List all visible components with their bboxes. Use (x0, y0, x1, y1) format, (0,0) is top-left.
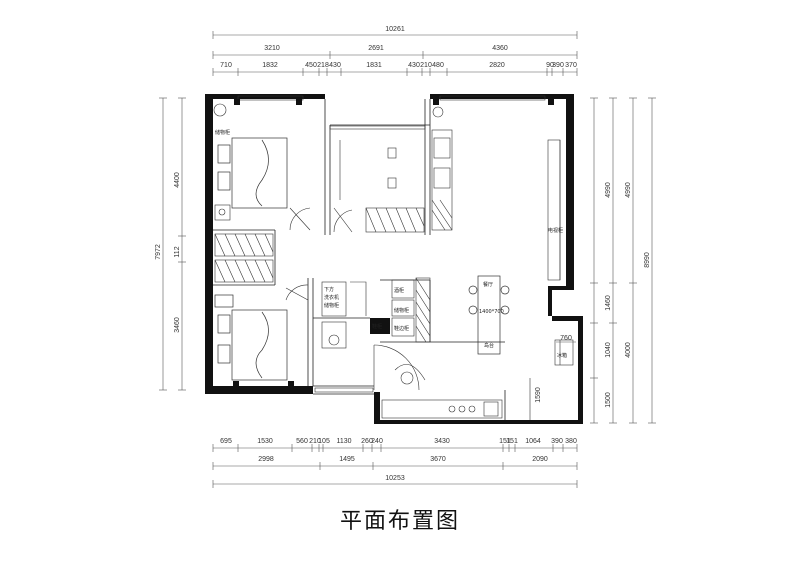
dim-bottom-fine: 1130 (336, 438, 351, 445)
tv-cabinet-label: 电视柜 (548, 227, 563, 234)
windows (237, 95, 546, 393)
bedroom-1-label: 储物柜 (215, 129, 230, 136)
dim-top-fine: 2820 (489, 62, 505, 69)
bottom-dimension-chain (212, 444, 578, 488)
dining-table (468, 275, 510, 355)
drawing-title: 平面布置图 (339, 509, 460, 534)
fridge (529, 339, 574, 420)
dim-top-fine: 480 (432, 62, 444, 69)
dim-bottom-fine: 151 (506, 438, 518, 445)
dim-bottom-fine: 1064 (525, 438, 541, 445)
top-dimension-chain (212, 31, 578, 76)
study-door (333, 207, 353, 233)
dining-size-label: 1400*700 (479, 309, 504, 315)
hall-wardrobe (214, 233, 274, 283)
dim-bottom-fine: 105 (318, 438, 330, 445)
laundry-label-1: 下方 (324, 286, 334, 293)
window-pillars (233, 99, 554, 387)
storage-label: 储物柜 (394, 307, 409, 314)
dim-right-inner: 1040 (605, 342, 612, 358)
shoe-cabinet-label: 鞋柜 (372, 323, 382, 330)
dining-label: 餐厅 (483, 281, 493, 288)
bedroom-2-bed (214, 294, 288, 381)
dim-top-fine: 218 (317, 62, 329, 69)
dim-bottom-fine: 695 (220, 438, 232, 445)
kitchen-counter (431, 106, 453, 231)
dim-top-fine: 710 (220, 62, 232, 69)
left-dimension-chain (159, 97, 186, 391)
kitchen-lower-counter (381, 364, 503, 419)
shoe-side-label: 鞋边柜 (394, 325, 409, 332)
dim-top-fine: 370 (565, 62, 577, 69)
dim-bottom-fine: 151 (499, 438, 511, 445)
dim-left-total: 7972 (155, 244, 162, 260)
dim-bottom-fine: 240 (371, 438, 383, 445)
exterior-walls (205, 94, 583, 424)
bedroom-2-door (285, 284, 309, 301)
dim-bottom-fine: 380 (565, 438, 577, 445)
dim-bottom-fine: 560 (296, 438, 308, 445)
dim-top-fine: 210 (420, 62, 432, 69)
dim-left: 3460 (174, 317, 181, 333)
dim-bottom-fine: 260 (361, 438, 373, 445)
dim-right-outer: 8990 (644, 252, 651, 268)
laundry-area (321, 281, 367, 349)
cabinet-boxes (391, 279, 415, 337)
fridge-label: 冰箱 (557, 352, 567, 359)
dim-top-fine: 430 (329, 62, 341, 69)
dim-top-mid: 2691 (368, 45, 384, 52)
dim-top-mid: 3210 (264, 45, 280, 52)
dim-top-fine: 90 (546, 62, 554, 69)
dim-bottom-mid: 2090 (532, 456, 548, 463)
dim-right-outer: 4990 (625, 182, 632, 198)
dim-bottom-mid: 2998 (258, 456, 274, 463)
island-label: 岛台 (484, 342, 494, 349)
dim-top-fine: 450 (305, 62, 317, 69)
dim-bottom-total: 10253 (385, 475, 405, 482)
dim-right-mid: 4990 (605, 182, 612, 198)
dim-left: 112 (174, 246, 181, 257)
dim-bottom-mid: 1495 (339, 456, 355, 463)
bedroom-1-desk (214, 204, 231, 221)
dim-760-label: 760 (560, 335, 572, 342)
dim-bottom-fine: 1530 (257, 438, 273, 445)
bedroom-1-bed (217, 137, 288, 209)
dim-1590-label: 1590 (535, 387, 542, 403)
study-furniture (339, 140, 425, 233)
entry-door (373, 344, 420, 391)
dim-top-fine: 1831 (366, 62, 382, 69)
dim-bottom-mid: 3670 (430, 456, 446, 463)
dim-right-mid: 4000 (625, 342, 632, 358)
dim-top-total: 10261 (385, 26, 405, 33)
bedroom-1-plant (213, 103, 227, 117)
dim-bottom-fine: 210 (309, 438, 321, 445)
dim-top-fine: 390 (552, 62, 564, 69)
laundry-label-2: 洗衣机 (324, 294, 339, 301)
interior-walls (213, 99, 506, 420)
dim-right-inner: 1500 (605, 392, 612, 408)
bedroom-1-door (289, 207, 311, 231)
tv-cabinet (547, 139, 561, 281)
dim-bottom-fine: 3430 (434, 438, 450, 445)
dim-right-mid: 1460 (605, 295, 612, 311)
dim-top-fine: 1832 (262, 62, 278, 69)
dim-top-fine: 430 (408, 62, 420, 69)
laundry-label-3: 储物柜 (324, 302, 339, 309)
wine-cabinet-label: 酒柜 (394, 287, 404, 294)
dim-left: 4400 (174, 172, 181, 188)
wine-cabinet (415, 277, 431, 343)
dim-top-mid: 4360 (492, 45, 508, 52)
dim-bottom-fine: 390 (551, 438, 563, 445)
right-dimension-chain (590, 97, 656, 424)
